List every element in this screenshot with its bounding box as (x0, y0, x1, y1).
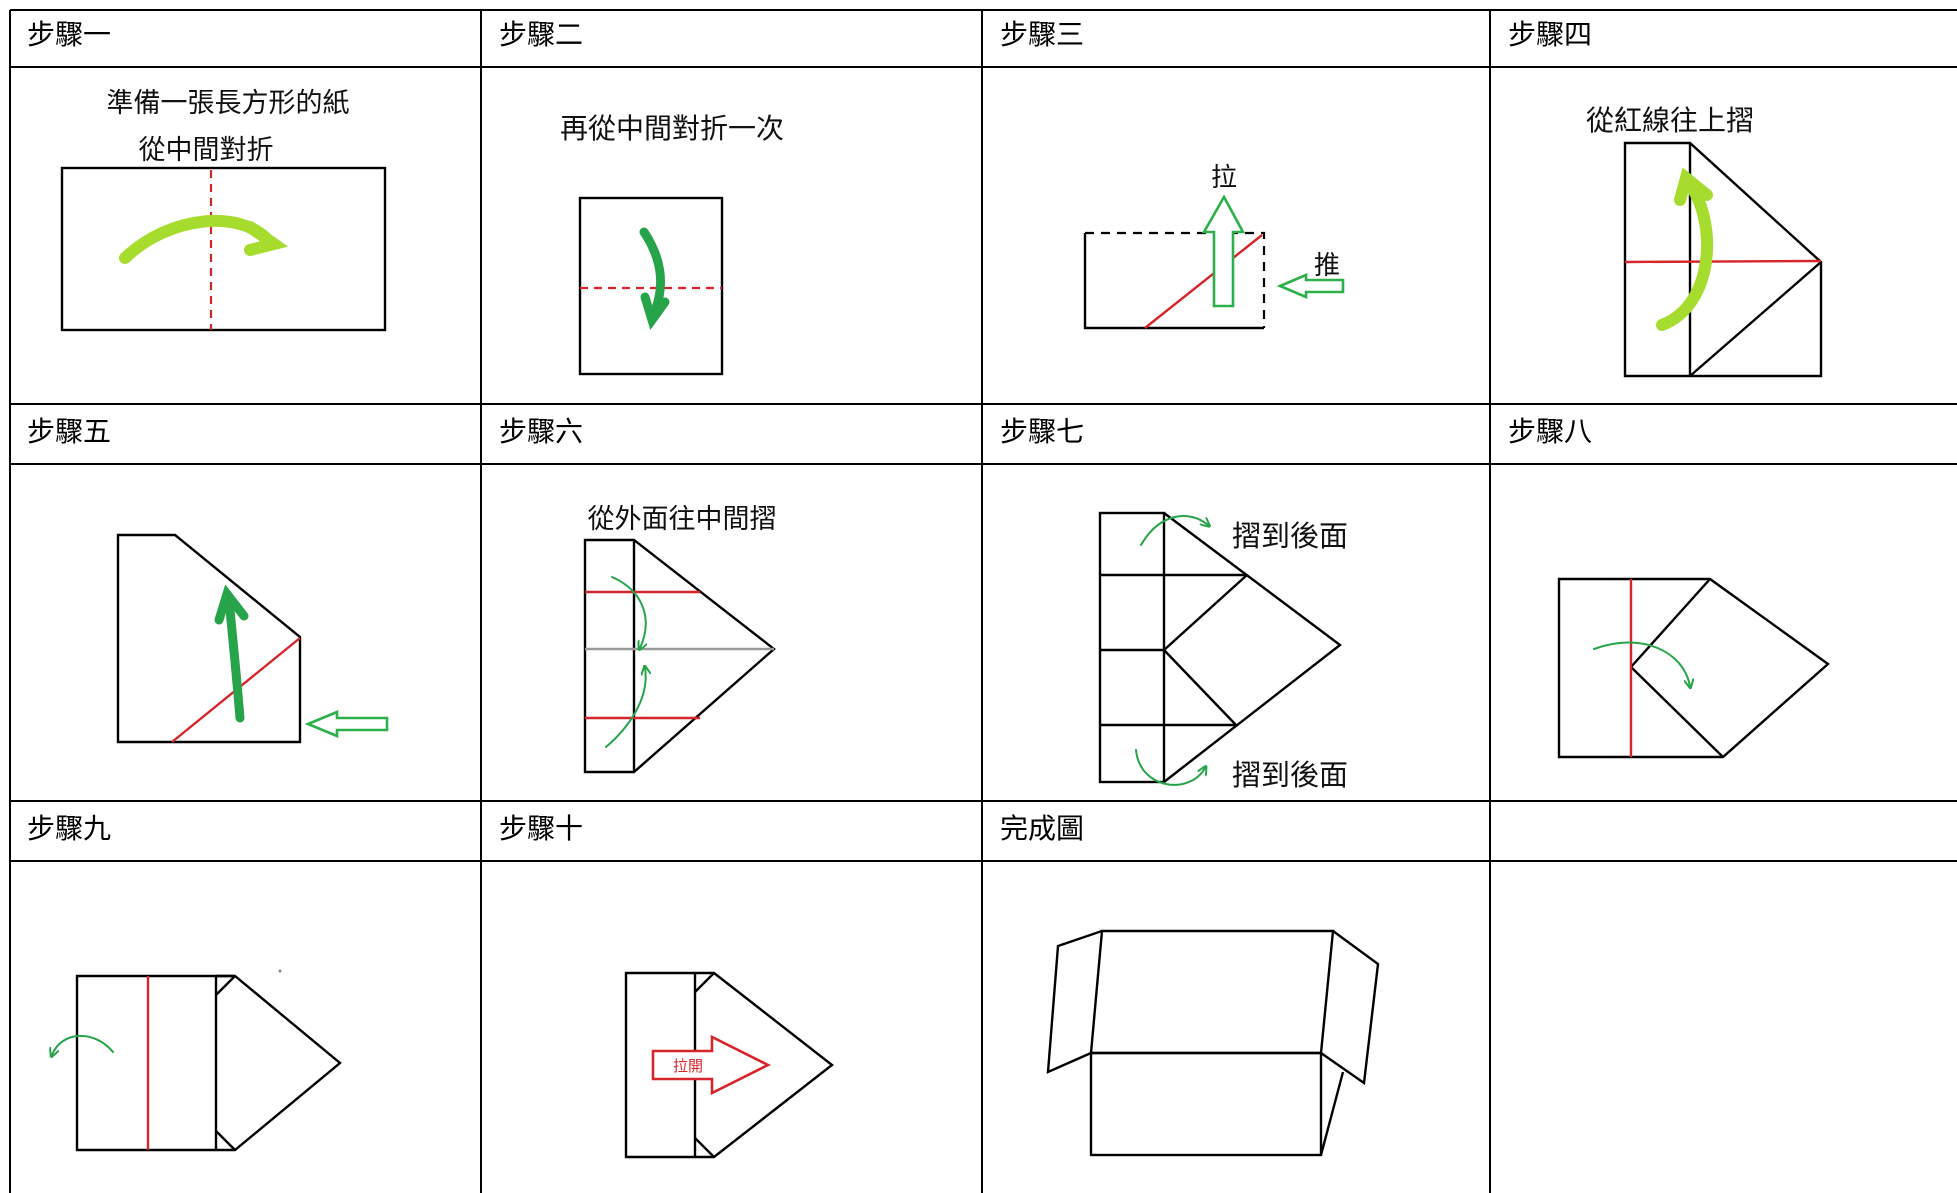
push-arrow (304, 710, 389, 738)
header-step-8: 步驟八 (1508, 415, 1593, 448)
pull-arrow (1201, 194, 1246, 308)
fold-up-arrow-head (1674, 167, 1713, 206)
step-9-diagram (52, 969, 342, 1152)
header-step-5: 步驟五 (27, 415, 112, 448)
header-step-7: 步驟七 (1000, 415, 1085, 448)
fold-in-arrow-top (611, 576, 646, 648)
step-10-diagram: 拉開 (624, 971, 834, 1159)
fold-in-arrow-bottom (605, 668, 646, 748)
header-step-4: 步驟四 (1508, 18, 1593, 51)
step-6-diagram: 從外面往中間摺 (583, 504, 777, 774)
step-10-note-1: 拉開 (673, 1057, 703, 1075)
header-step-1: 步驟一 (27, 18, 112, 51)
step-5-diagram (116, 533, 389, 744)
step-8-diagram (1557, 577, 1830, 759)
push-arrow (1276, 273, 1345, 299)
step-4-diagram: 從紅線往上摺 (1586, 104, 1823, 378)
header-step-6: 步驟六 (499, 415, 584, 448)
fold-back-arrow-top (1140, 515, 1208, 546)
header-step-3: 步驟三 (1000, 18, 1085, 51)
step-6-note-1: 從外面往中間摺 (588, 504, 777, 535)
finished-box-diagram (1046, 929, 1380, 1157)
table-grid (9, 9, 1957, 1193)
pull-apart-arrow (651, 1034, 771, 1096)
fold-up-arrow (224, 595, 245, 723)
header-step-2: 步驟二 (499, 18, 584, 51)
paper-rectangle (60, 166, 387, 332)
step-4-note-1: 從紅線往上摺 (1586, 104, 1754, 137)
header-step-10: 步驟十 (499, 812, 584, 845)
step-2-note-1: 再從中間對折一次 (560, 112, 784, 145)
step-1-note-2: 從中間對折 (139, 135, 274, 166)
fold-back-arrow-bottom (1135, 749, 1205, 786)
step-3-note-push: 推 (1314, 251, 1340, 281)
header-step-9: 步驟九 (27, 812, 112, 845)
step-7-note-top: 摺到後面 (1232, 519, 1348, 553)
header-finished: 完成圖 (1000, 812, 1085, 845)
fold-arrow-head (640, 292, 670, 330)
fold-arrow (1593, 641, 1690, 686)
fold-up-arrow-head (214, 584, 249, 625)
step-1-diagram: 準備一張長方形的紙 從中間對折 (60, 88, 387, 332)
diagonal-fold-line (1144, 234, 1263, 329)
paper-square (578, 196, 724, 376)
step-7-diagram: 摺到後面 摺到後面 (1098, 511, 1348, 792)
fold-up-arrow (1656, 176, 1714, 331)
fold-arrow-head (244, 221, 289, 256)
step-1-note-1: 準備一張長方形的紙 (107, 88, 350, 119)
fold-line (1624, 259, 1822, 264)
fold-back-arrow (52, 1034, 114, 1055)
step-7-note-bottom: 摺到後面 (1232, 758, 1348, 792)
step-3-note-pull: 拉 (1211, 163, 1237, 193)
step-2-diagram: 再從中間對折一次 (560, 112, 784, 376)
step-3-diagram: 拉 推 (1083, 163, 1345, 330)
